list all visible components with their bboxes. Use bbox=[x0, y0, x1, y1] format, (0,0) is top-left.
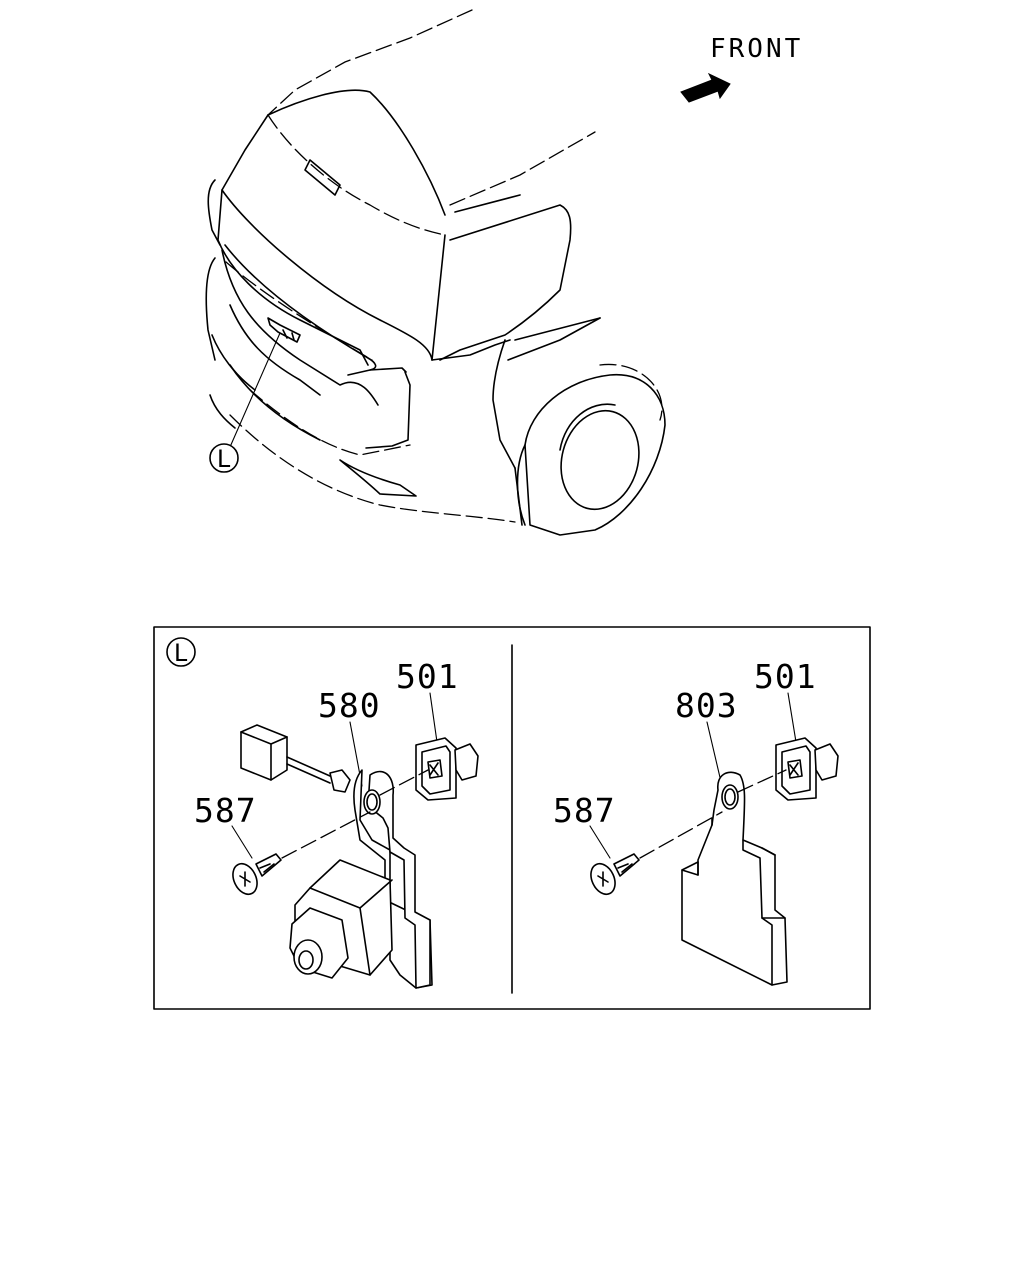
part-number-587-right: 587 bbox=[553, 791, 616, 830]
leader-line bbox=[229, 332, 281, 448]
front-label: FRONT bbox=[710, 34, 803, 64]
panel-callout-label: L bbox=[174, 639, 188, 667]
camera-assembly: 501 580 587 bbox=[194, 657, 479, 989]
part-number-803: 803 bbox=[675, 686, 738, 725]
part-number-587-left: 587 bbox=[194, 791, 257, 830]
screw-icon bbox=[232, 853, 282, 896]
detail-frame bbox=[153, 626, 871, 1010]
detail-callout-circle bbox=[209, 443, 239, 473]
detail-panel: L 501 580 587 bbox=[153, 626, 871, 1010]
screw-icon-right bbox=[590, 853, 640, 896]
detail-callout-label: L bbox=[217, 445, 231, 473]
clip-icon-right bbox=[775, 737, 839, 801]
panel-callout-circle bbox=[166, 637, 196, 667]
camera-connector bbox=[240, 724, 351, 793]
part-number-501-right: 501 bbox=[754, 657, 817, 696]
clip-icon bbox=[415, 737, 479, 801]
part-number-501-left: 501 bbox=[396, 657, 459, 696]
vehicle-rear-view: L bbox=[205, 9, 666, 536]
rear-camera-icon bbox=[289, 769, 433, 989]
bracket-icon bbox=[681, 771, 788, 986]
bracket-assembly: 501 803 587 bbox=[553, 657, 839, 986]
front-arrow-icon bbox=[680, 72, 731, 103]
front-indicator: FRONT bbox=[680, 34, 803, 103]
part-number-580: 580 bbox=[318, 686, 381, 725]
